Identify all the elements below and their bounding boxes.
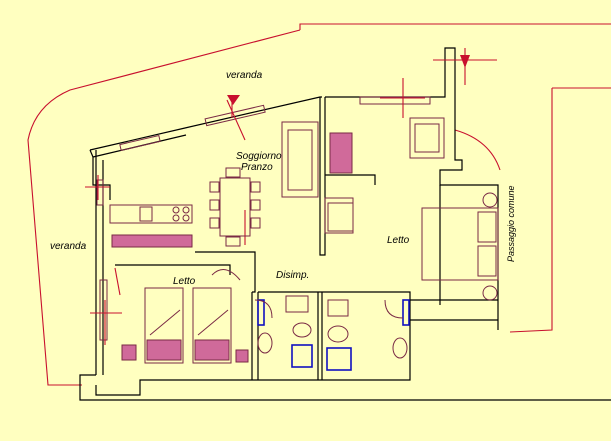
disimp-label: Disimp.	[276, 270, 310, 281]
letto-right-label: Letto	[387, 235, 410, 246]
door-swings	[211, 269, 404, 319]
kitchen	[109, 204, 193, 248]
veranda-top-label: veranda	[226, 70, 263, 81]
letto-left-label: Letto	[173, 276, 196, 287]
section-markers	[85, 48, 497, 345]
living-furniture	[281, 117, 445, 234]
left-bedroom-furniture	[114, 267, 249, 364]
bathroom-fixtures	[257, 295, 410, 371]
pranzo-label: Pranzo	[241, 162, 273, 173]
dining-table	[209, 167, 261, 247]
property-boundary	[27, 23, 611, 386]
passaggio-comune-label: Passaggio comune	[506, 185, 516, 262]
right-bedroom-furniture	[327, 192, 499, 301]
veranda-left-label: veranda	[50, 241, 87, 252]
walls	[79, 47, 611, 401]
soggiorno-label: Soggiorno	[236, 151, 282, 162]
